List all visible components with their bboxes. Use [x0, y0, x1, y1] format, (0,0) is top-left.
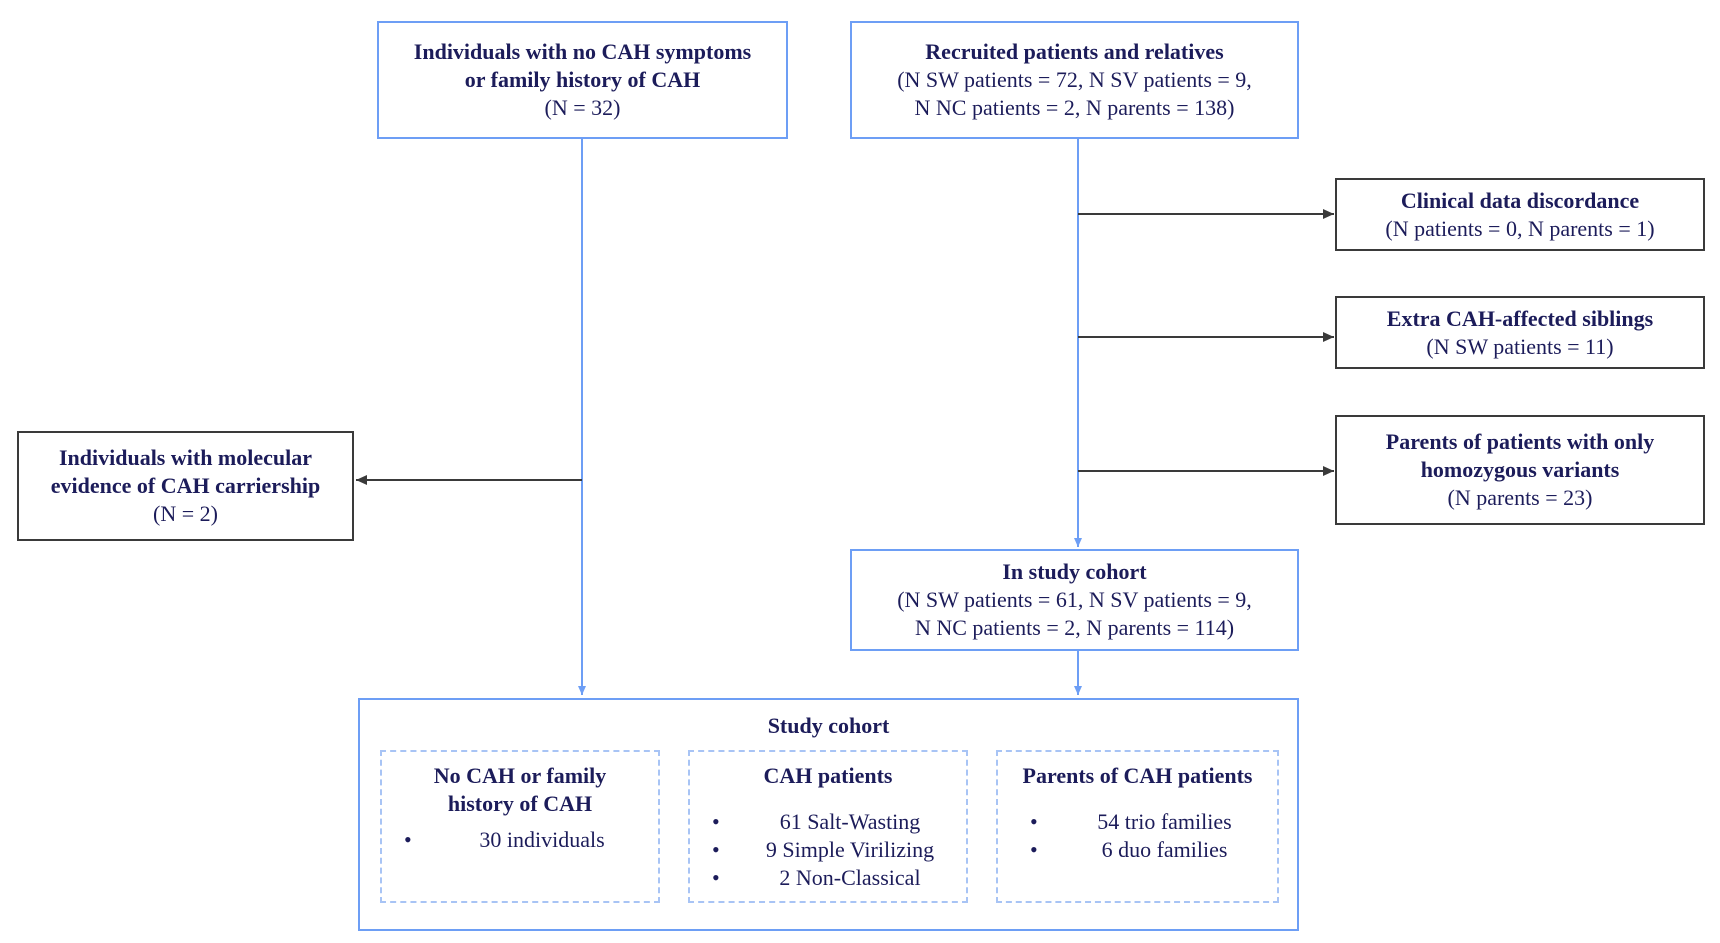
list-item: 2 Non-Classical — [712, 864, 966, 892]
exclusion-discordance-box: Clinical data discordance (N patients = … — [1335, 178, 1705, 251]
study-cohort-title: Study cohort — [767, 713, 890, 738]
carriership-title-2: evidence of CAH carriership — [50, 473, 321, 498]
carriership-exclusion-box: Individuals with molecular evidence of C… — [17, 431, 354, 541]
group-parents: Parents of CAH patients 54 trio families… — [996, 750, 1279, 903]
exclusion-siblings-detail: (N SW patients = 11) — [1426, 333, 1614, 359]
group-no-cah-list: 30 individuals — [404, 826, 658, 854]
recruited-title: Recruited patients and relatives — [925, 39, 1224, 64]
exclusion-homozygous-detail: (N parents = 23) — [1447, 485, 1593, 510]
study-cohort-box: Study cohort No CAH or family history of… — [358, 698, 1299, 931]
list-item: 54 trio families — [1030, 808, 1277, 836]
group-cah-patients-title: CAH patients — [763, 763, 893, 788]
exclusion-homozygous-box: Parents of patients with only homozygous… — [1335, 415, 1705, 525]
group-no-cah-title-1: No CAH or family — [433, 763, 607, 788]
no-cah-individuals-title-2: or family history of CAH — [464, 67, 701, 92]
exclusion-homozygous-title-1: Parents of patients with only — [1385, 429, 1655, 454]
group-cah-patients-list: 61 Salt-Wasting 9 Simple Virilizing 2 No… — [712, 808, 966, 892]
list-item: 9 Simple Virilizing — [712, 836, 966, 864]
recruited-line-1: (N SW patients = 72, N SV patients = 9, — [897, 67, 1252, 92]
list-item: 6 duo families — [1030, 836, 1277, 864]
in-study-cohort-line-2: N NC patients = 2, N parents = 114) — [914, 615, 1235, 640]
no-cah-individuals-box: Individuals with no CAH symptoms or fami… — [377, 21, 788, 139]
group-no-cah: No CAH or family history of CAH 30 indiv… — [380, 750, 660, 903]
no-cah-individuals-count: (N = 32) — [544, 95, 621, 120]
carriership-title-1: Individuals with molecular — [58, 445, 313, 470]
list-item: 61 Salt-Wasting — [712, 808, 966, 836]
group-parents-title: Parents of CAH patients — [1022, 763, 1253, 788]
list-item: 30 individuals — [404, 826, 658, 854]
group-no-cah-title-2: history of CAH — [447, 791, 593, 816]
group-cah-patients: CAH patients 61 Salt-Wasting 9 Simple Vi… — [688, 750, 968, 903]
group-parents-list: 54 trio families 6 duo families — [1030, 808, 1277, 864]
recruited-line-2: N NC patients = 2, N parents = 138) — [914, 95, 1235, 120]
no-cah-individuals-title-1: Individuals with no CAH symptoms — [413, 39, 752, 64]
exclusion-discordance-title: Clinical data discordance — [1400, 187, 1640, 213]
exclusion-siblings-title: Extra CAH-affected siblings — [1386, 305, 1654, 331]
carriership-count: (N = 2) — [153, 501, 218, 526]
exclusion-homozygous-title-2: homozygous variants — [1420, 457, 1620, 482]
exclusion-siblings-box: Extra CAH-affected siblings (N SW patien… — [1335, 296, 1705, 369]
in-study-cohort-title: In study cohort — [1002, 559, 1147, 584]
in-study-cohort-line-1: (N SW patients = 61, N SV patients = 9, — [897, 587, 1252, 612]
in-study-cohort-box: In study cohort (N SW patients = 61, N S… — [850, 549, 1299, 651]
recruited-box: Recruited patients and relatives (N SW p… — [850, 21, 1299, 139]
exclusion-discordance-detail: (N patients = 0, N parents = 1) — [1385, 215, 1655, 241]
